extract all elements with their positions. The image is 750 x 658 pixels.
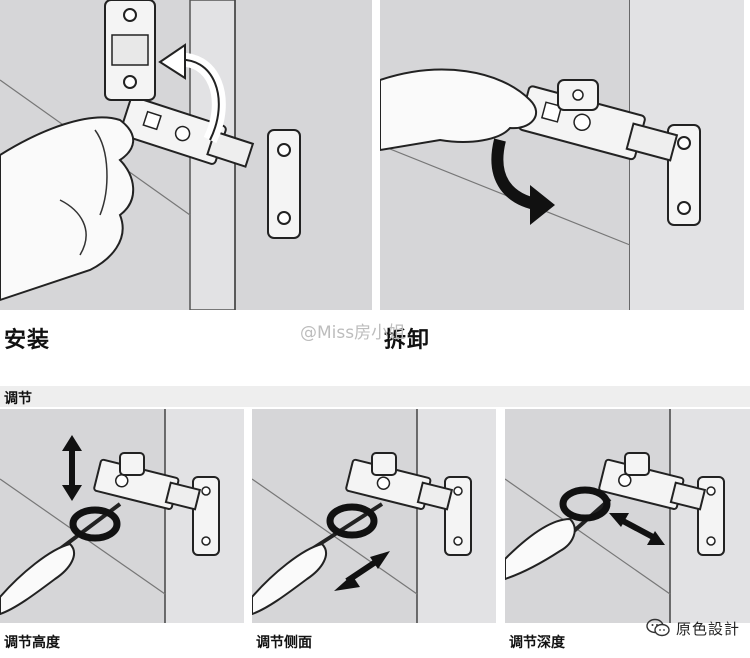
brand: 原色設計 — [646, 616, 740, 640]
adjust-section-title: 调节 — [4, 391, 32, 407]
rotate-arrow-icon — [69, 506, 121, 542]
adjust-height-label: 调节高度 — [4, 635, 60, 651]
remove-illustration — [380, 0, 744, 310]
adjust-depth-illustration — [505, 409, 750, 623]
hand-icon — [380, 68, 538, 152]
adjust-section-header: 调节 — [0, 386, 750, 407]
adjust-side-illustration — [252, 409, 496, 623]
rotate-arrow-icon — [326, 503, 378, 539]
adjust-depth-label: 调节深度 — [509, 635, 565, 651]
install-label: 安装 — [4, 328, 51, 353]
depth-arrow-icon — [621, 518, 655, 540]
watermark: @Miss房小姐 — [300, 323, 406, 343]
rotate-arrow-icon — [559, 486, 611, 522]
wechat-icon — [646, 618, 670, 637]
brand-name: 原色設計 — [675, 619, 740, 638]
install-drawing — [0, 0, 301, 310]
remove-drawing — [380, 0, 744, 310]
remove-label: 拆卸 — [384, 328, 431, 353]
mounting-plate — [267, 129, 301, 239]
install-illustration — [0, 0, 372, 310]
adjust-height-illustration — [0, 409, 244, 623]
adjust-side-label: 调节侧面 — [256, 635, 312, 651]
hand-icon — [0, 116, 135, 302]
hinge-body — [119, 96, 255, 168]
